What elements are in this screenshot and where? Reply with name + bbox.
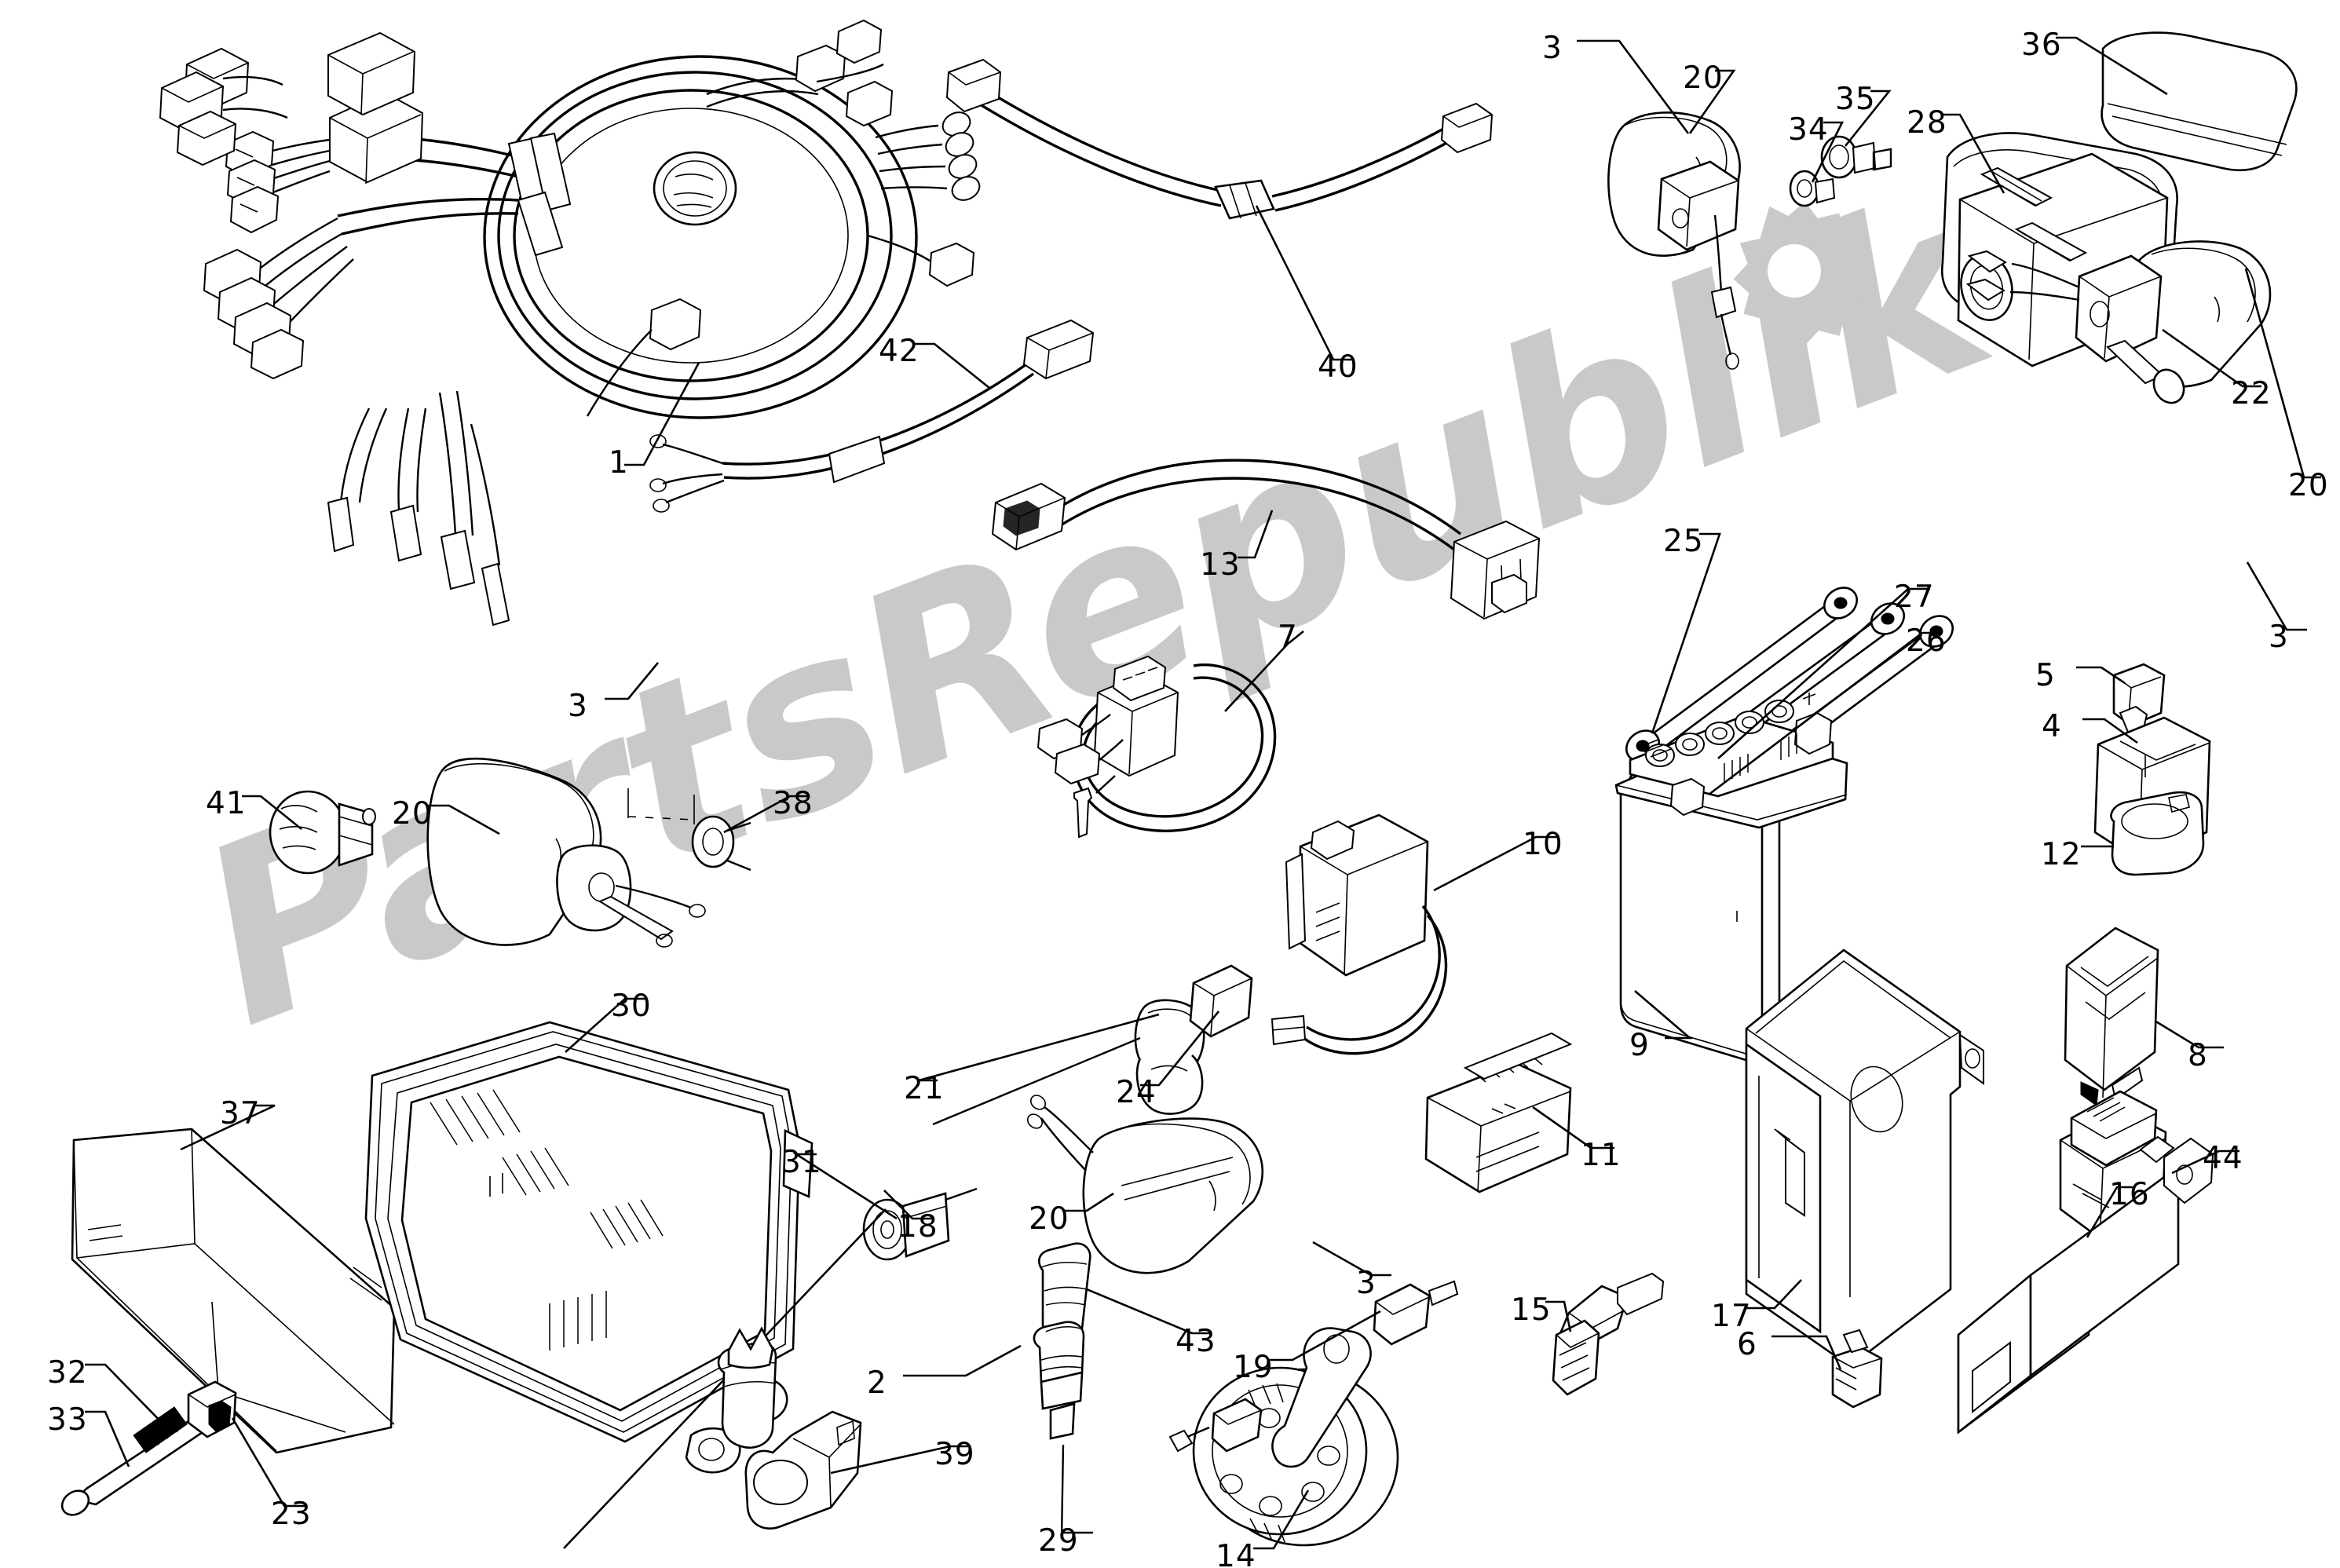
- callout-starter-solenoid-lead: 7: [1278, 620, 1298, 655]
- callout-turn-signal-body-front: 20: [1029, 1201, 1069, 1237]
- callout-rubber-cap: 12: [2041, 837, 2082, 872]
- callout-headlamp-shell: 37: [220, 1096, 261, 1131]
- callout-headlamp-adjust-screw: 33: [47, 1402, 88, 1438]
- callout-starter-cable: 40: [1318, 349, 1358, 385]
- part-headlamp-adjusters: [60, 1380, 237, 1516]
- callout-headlamp-assembly: 18: [898, 1209, 938, 1245]
- callout-ignition-coil-bracket: 39: [934, 1437, 975, 1472]
- callout-voltage-regulator: 10: [1523, 827, 1563, 862]
- callout-battery-strap: 16: [2109, 1177, 2150, 1212]
- callout-headlamp-rim: 30: [611, 989, 652, 1024]
- callout-relay-connector: 5: [2035, 658, 2056, 693]
- part-rectifier: [1424, 1032, 1573, 1193]
- callout-spark-plug-cap: 15: [1511, 1292, 1552, 1328]
- part-starter-cable: [945, 58, 1494, 220]
- part-horn: [1168, 1280, 1459, 1547]
- part-turn-signal-rear-left: [1607, 111, 1741, 370]
- callout-battery: 9: [1629, 1028, 1650, 1063]
- callout-tail-lamp-lens: 28: [1907, 105, 1947, 141]
- callout-battery-lead-long: 26: [1906, 623, 1947, 659]
- callout-rubber-mount-grommet: 6: [1737, 1327, 1757, 1362]
- callout-headlamp-bulb-socket: 31: [781, 1145, 822, 1180]
- part-battery-box: [1745, 948, 1984, 1368]
- callout-turn-signal-lens: 3: [568, 689, 588, 724]
- part-turn-signal-front-right: [1026, 1095, 1264, 1274]
- callout-headlamp-adjust-spring: 32: [47, 1355, 88, 1391]
- callout-bulb-socket-rubber: 43: [1175, 1324, 1216, 1359]
- callout-battery-lead-short: 25: [1663, 524, 1704, 559]
- callout-turn-signal-body: 20: [392, 796, 433, 832]
- part-battery-strap: [1957, 1135, 2214, 1435]
- part-starter-solenoid-lead: [1037, 655, 1277, 839]
- callout-flasher-relay: 8: [2188, 1038, 2208, 1073]
- part-sub-wire-harness: [649, 319, 1095, 513]
- part-wiring-harness: [159, 19, 981, 627]
- part-ignition-coil: [717, 1326, 862, 1530]
- part-neutral-switch: [1033, 1321, 1085, 1540]
- callout-headlamp-bracket-nut: 23: [271, 1497, 312, 1532]
- callout-turn-signal-bulb: 41: [206, 786, 247, 821]
- callout-horn: 14: [1216, 1539, 1256, 1568]
- callout-battery-lead-medium: 27: [1894, 579, 1935, 615]
- callout-tail-lamp-screw: 34: [1788, 112, 1829, 148]
- callout-battery-box: 17: [1711, 1299, 1752, 1334]
- part-spark-plug-cap: [1552, 1272, 1665, 1396]
- part-turn-signal-front-left: [426, 757, 751, 948]
- callout-wiring-harness: 1: [609, 445, 629, 481]
- callout-tail-lamp-gasket: 36: [2021, 27, 2062, 63]
- callout-horn-terminal: 19: [1233, 1350, 1274, 1385]
- callout-headlamp-connector: 24: [1116, 1075, 1157, 1110]
- callout-turn-signal-lens-rear-left: 3: [1542, 31, 1563, 66]
- callout-headlamp-bulb-holder: 21: [904, 1071, 945, 1106]
- callout-starter-relay: 44: [2203, 1141, 2243, 1176]
- callout-turn-signal-nut: 38: [773, 786, 814, 821]
- callout-tail-lamp-body: 22: [2231, 376, 2272, 411]
- callout-turn-signal-lens-rear-right: 3: [2269, 620, 2289, 655]
- callout-battery-cable: 13: [1200, 547, 1241, 583]
- part-turn-signal-bulb: [269, 790, 376, 875]
- callout-turn-signal-body-rear-right: 20: [2288, 468, 2329, 503]
- callout-rectifier: 11: [1581, 1138, 1622, 1173]
- part-voltage-regulator: [1271, 813, 1448, 1055]
- part-flasher-relay: [2064, 927, 2159, 1106]
- callout-relay-base: 4: [2042, 709, 2062, 744]
- callout-turn-signal-body-rear-left: 20: [1683, 60, 1724, 96]
- callout-neutral-switch: 29: [1038, 1523, 1079, 1559]
- part-rubber-cap: [2110, 791, 2205, 876]
- callout-turn-signal-lens-front: 3: [1356, 1266, 1377, 1301]
- callout-ignition-coil: 2: [867, 1365, 887, 1401]
- callout-sub-wire-harness: 42: [879, 334, 920, 369]
- part-battery-cable: [991, 459, 1541, 620]
- callout-tail-lamp-nut: 35: [1835, 82, 1876, 117]
